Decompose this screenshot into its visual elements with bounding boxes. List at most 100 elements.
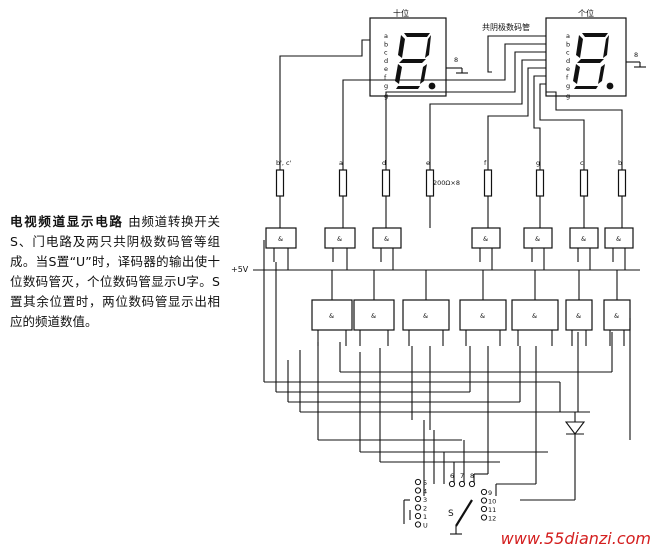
tens-pin-e: e [384, 65, 388, 73]
switch-label: 10 [488, 498, 496, 506]
and-gate [604, 227, 634, 249]
tens-label: 十位 [393, 8, 409, 18]
description-title: 电视频道显示电路 [10, 214, 124, 229]
switch-label: 11 [488, 506, 496, 514]
resistor [579, 169, 589, 197]
resistor-tag: e [426, 159, 430, 167]
switch-contact-7[interactable] [458, 480, 466, 488]
resistor-tag: d [382, 159, 386, 167]
supply-rail: +5V [231, 265, 640, 274]
switch-label: U [423, 522, 428, 530]
resistor-tag: b', c' [276, 159, 292, 167]
switch-label: 8 [470, 472, 474, 480]
resistor-bank: b', c' a d e f g c b [275, 159, 627, 228]
resistor-tag: c [580, 159, 584, 167]
gate-symbol: & [576, 312, 581, 320]
and-gate [569, 227, 599, 249]
switch-label: 12 [488, 515, 496, 523]
switch-contact-3[interactable] [414, 495, 422, 503]
gate-symbol: & [614, 312, 619, 320]
and-gate [353, 299, 395, 331]
resistor [338, 169, 348, 197]
switch-contact-6[interactable] [448, 480, 456, 488]
and-gate [471, 227, 501, 249]
tens-pin-a: a [384, 32, 388, 40]
ones-gnd-pin: 8 [634, 51, 638, 59]
switch-label-s: S [448, 509, 454, 519]
gate-symbol: & [483, 235, 488, 243]
gate-symbol: & [532, 312, 537, 320]
and-gate [311, 299, 353, 331]
tens-pin-d: d [384, 57, 388, 65]
description-body: 由频道转换开关S、门电路及两只共阴极数码管等组成。当S置“U”时，译码器的输出使… [10, 214, 220, 329]
gate-symbol: & [535, 235, 540, 243]
switch-contact-4[interactable] [414, 487, 422, 494]
switch-label: 5 [423, 479, 427, 487]
resistor-tag: g [536, 159, 540, 167]
resistor-tag: f [484, 159, 487, 167]
and-gate [511, 299, 559, 331]
switch-label: 3 [423, 496, 427, 504]
and-gate [523, 227, 553, 249]
ones-pin-d: d [566, 57, 570, 65]
supply-label: +5V [231, 265, 249, 274]
ones-pin-g: g [566, 82, 570, 90]
switch-label: 2 [423, 505, 427, 513]
gate-symbol: & [278, 235, 283, 243]
switch-contact-9[interactable] [480, 488, 488, 496]
resistor [483, 169, 493, 197]
ones-display-body [545, 17, 627, 97]
gate-symbol: & [616, 235, 621, 243]
gate-symbol: & [581, 235, 586, 243]
gate-symbol: & [371, 312, 376, 320]
resistor [617, 169, 627, 197]
ones-pin-e: e [566, 65, 570, 73]
resistor-tag: a [339, 159, 343, 167]
ones-pin-c: c [566, 49, 570, 57]
switch-contact-11[interactable] [480, 505, 488, 513]
gate-symbol: & [384, 235, 389, 243]
lower-gate-row: &&&&&&& [311, 270, 631, 346]
switch-contact-5[interactable] [414, 478, 422, 486]
switch-label: 6 [450, 472, 454, 480]
upper-gate-row: &&&&&&& [265, 227, 634, 270]
switch-label: 9 [488, 489, 492, 497]
tens-pin-g: g [384, 82, 388, 90]
switch-label: 1 [423, 513, 427, 521]
gate-symbol: & [423, 312, 428, 320]
and-gate [402, 299, 450, 331]
and-gate [324, 227, 356, 249]
gate-symbol: & [480, 312, 485, 320]
and-gate [372, 227, 402, 249]
resistor-tag: b [618, 159, 622, 167]
tens-pin-c: c [384, 49, 388, 57]
tens-pin-b: b [384, 40, 388, 48]
resistor-value-label: 200Ω×8 [433, 179, 460, 187]
switch-label: 7 [460, 472, 464, 480]
resistor [381, 169, 391, 197]
ones-pin-f: f [566, 74, 569, 82]
switch-contact-8[interactable] [468, 480, 476, 488]
and-gate [265, 227, 297, 249]
tens-pin-f: f [384, 74, 387, 82]
resistor [535, 169, 545, 197]
display-wiring [279, 35, 623, 170]
switch-contact-2[interactable] [414, 504, 422, 511]
and-gate [459, 299, 507, 331]
switch-contact-12[interactable] [480, 514, 488, 521]
switch-contact-U[interactable] [414, 521, 422, 528]
bus-wiring [263, 240, 631, 524]
resistor [275, 169, 285, 197]
ones-pin-b: b [566, 40, 570, 48]
gate-symbol: & [337, 235, 342, 243]
switch-label: 4 [423, 488, 427, 496]
switch-wiper[interactable] [455, 499, 473, 527]
switch-contact-1[interactable] [414, 512, 422, 520]
ones-label: 个位 [578, 8, 594, 18]
circuit-description: 电视频道显示电路 由频道转换开关S、门电路及两只共阴极数码管等组成。当S置“U”… [10, 212, 220, 332]
switch-contact-10[interactable] [480, 497, 488, 504]
